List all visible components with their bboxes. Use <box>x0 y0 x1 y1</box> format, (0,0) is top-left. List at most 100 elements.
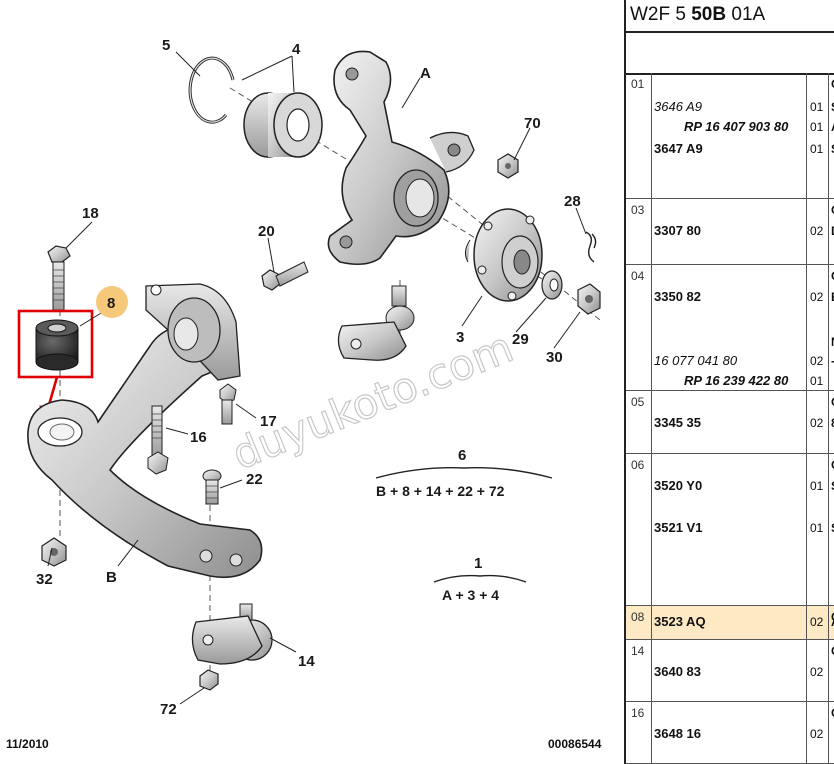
bushing-highlight-box <box>17 309 94 379</box>
callout-3: 3 <box>456 329 464 346</box>
steering-knuckle-part-A <box>327 50 475 266</box>
kit-1-formula: A + 3 + 4 <box>442 587 499 603</box>
callout-4: 4 <box>292 41 301 58</box>
bolt-part-17 <box>219 383 237 425</box>
part-quantity: 01 <box>810 142 824 156</box>
row-number: 05 <box>631 395 645 409</box>
callout-32: 32 <box>36 571 53 588</box>
parts-row-08[interactable]: 08C3523 AQ02A <box>626 606 834 640</box>
washer-part-29 <box>541 270 563 300</box>
part-quantity: 02 <box>810 665 824 679</box>
part-quantity: 02 <box>810 727 824 741</box>
callout-22: 22 <box>246 471 263 488</box>
diagram-date: 11/2010 <box>6 737 49 751</box>
row-number: 06 <box>631 458 645 472</box>
part-quantity: 01 <box>810 374 824 388</box>
wheel-hub-part-3 <box>464 208 543 302</box>
row-designation-header: C <box>831 77 834 91</box>
parts-reference-panel: W2F 5 50B 01A 01C3646 A901SRP 16 407 903… <box>624 0 834 764</box>
part-reference[interactable]: RP 16 239 422 80 <box>684 373 789 388</box>
part-designation: E <box>831 290 834 304</box>
col-divider-2 <box>806 73 807 764</box>
split-pin-part-28 <box>585 231 597 263</box>
part-reference[interactable]: 3345 35 <box>654 415 701 430</box>
row-designation-note: N <box>831 335 834 349</box>
row-designation-header: C <box>831 644 834 658</box>
parts-row-01[interactable]: 01C3646 A901SRP 16 407 903 8001A3647 A90… <box>626 73 834 199</box>
part-reference[interactable]: 16 077 041 80 <box>654 353 738 368</box>
bolt-part-20 <box>261 261 309 291</box>
part-reference[interactable]: 3520 Y0 <box>654 478 703 493</box>
part-designation: S <box>831 100 834 114</box>
part-reference[interactable]: 3646 A9 <box>654 99 702 114</box>
bolt-part-22 <box>202 469 222 505</box>
part-quantity: 02 <box>810 416 824 430</box>
row-designation-header: C <box>831 610 834 624</box>
row-number: 03 <box>631 203 645 217</box>
kit-6-formula: B + 8 + 14 + 22 + 72 <box>376 483 505 499</box>
exploded-parts-diagram: 5 4 A 70 18 8 20 28 3 29 30 16 17 22 6 3… <box>6 37 602 751</box>
lower-control-arm-part-B <box>27 283 263 579</box>
kit-6-bracket <box>375 467 553 479</box>
part-reference[interactable]: 3647 A9 <box>654 141 703 156</box>
callout-28: 28 <box>564 193 581 210</box>
callout-6: 6 <box>458 447 466 464</box>
callout-8-badge <box>96 286 128 318</box>
col-divider-1 <box>651 73 652 764</box>
callout-70: 70 <box>524 115 541 132</box>
parts-row-06[interactable]: 06C3520 Y001S3521 V101S <box>626 454 834 606</box>
panel-title: W2F 5 50B 01A <box>630 4 766 25</box>
nut-part-32 <box>41 537 67 567</box>
callout-14: 14 <box>298 653 315 670</box>
nut-part-70 <box>497 153 519 179</box>
col-divider-3 <box>828 73 829 764</box>
part-quantity: 02 <box>810 615 824 629</box>
part-reference[interactable]: 3523 AQ <box>654 614 706 629</box>
part-designation: A <box>831 120 834 134</box>
callout-72: 72 <box>160 701 177 718</box>
part-quantity: 02 <box>810 354 824 368</box>
part-designation: 8 <box>831 416 834 430</box>
row-designation-header: C <box>831 458 834 472</box>
parts-row-05[interactable]: 05 C 3345 35 02 8 <box>626 391 834 454</box>
part-designation: S <box>831 479 834 493</box>
part-quantity: 01 <box>810 479 824 493</box>
row-number: 01 <box>631 77 645 91</box>
row-designation-header: C <box>831 395 834 409</box>
part-reference[interactable]: 3350 82 <box>654 289 701 304</box>
part-quantity: 02 <box>810 290 824 304</box>
bolt-part-16 <box>147 405 169 475</box>
callout-5: 5 <box>162 37 170 54</box>
part-designation: A <box>831 615 834 629</box>
nut-part-72 <box>199 669 219 691</box>
part-quantity: 01 <box>810 120 824 134</box>
callout-30: 30 <box>546 349 563 366</box>
callout-1: 1 <box>474 555 482 572</box>
part-reference[interactable]: 3648 16 <box>654 726 701 741</box>
part-reference[interactable]: 3521 V1 <box>654 520 703 535</box>
wheel-bearing-part-4 <box>243 92 323 158</box>
ball-joint-part-14 <box>191 603 273 665</box>
hub-nut-part-30 <box>577 283 601 315</box>
part-reference[interactable]: 3640 83 <box>654 664 701 679</box>
part-designation: - <box>831 354 834 368</box>
part-quantity: 01 <box>810 100 824 114</box>
callout-16: 16 <box>190 429 207 446</box>
part-reference[interactable]: 3307 80 <box>654 223 701 238</box>
row-designation-header: C <box>831 203 834 217</box>
parts-row-03[interactable]: 03C3307 8002D <box>626 199 834 265</box>
circlip-part-5 <box>188 56 235 124</box>
part-quantity: 02 <box>810 224 824 238</box>
upper-ball-joint <box>337 285 415 361</box>
row-number: 04 <box>631 269 645 283</box>
panel-header-box <box>626 31 834 75</box>
diagram-code: 00086544 <box>548 737 602 751</box>
callout-29: 29 <box>512 331 529 348</box>
part-designation: S <box>831 142 834 156</box>
callout-leader-lines <box>47 51 587 705</box>
part-reference[interactable]: RP 16 407 903 80 <box>684 119 789 134</box>
callout-8: 8 <box>107 295 115 312</box>
